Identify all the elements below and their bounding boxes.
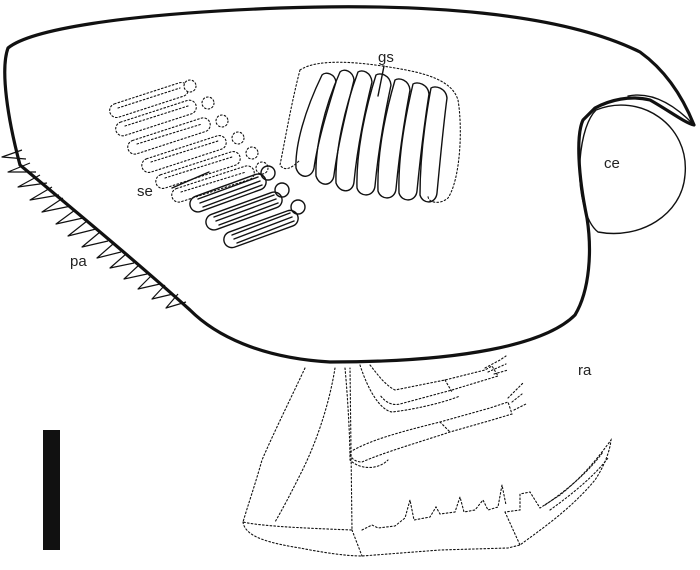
gs-leader-line [377, 65, 385, 97]
spine [123, 264, 148, 280]
carapace-outline [3, 5, 696, 364]
spine [96, 243, 122, 259]
spine [41, 197, 72, 213]
appendage-middle-tip [507, 381, 527, 411]
label-pa: pa [70, 253, 87, 270]
segment-series-dotted [109, 79, 269, 203]
segment-inner-line [150, 140, 219, 163]
compound-eye [578, 104, 686, 235]
segment [141, 135, 227, 173]
segment-inner-line [180, 171, 247, 193]
gill-lamella [398, 82, 430, 201]
rostrum [627, 94, 695, 126]
spine [137, 274, 161, 290]
appendage-lower-segment [351, 529, 363, 557]
spine [17, 174, 48, 188]
spine [1, 149, 27, 160]
appendage-upper [369, 364, 499, 406]
gill-lamella [356, 73, 392, 196]
spine [165, 293, 187, 309]
segment-inner-line [117, 87, 181, 109]
spine [55, 209, 84, 225]
segment-hatch [202, 184, 263, 208]
segment-hatch [199, 180, 261, 204]
appendage-middle [349, 401, 513, 463]
segment [127, 117, 211, 155]
segment-knob [245, 146, 259, 160]
appendage-middle-joint [439, 421, 451, 433]
appendage-coxa [344, 367, 389, 469]
appendage-coxa-2 [359, 364, 461, 413]
appendage-base [242, 367, 353, 531]
segment [155, 151, 241, 189]
label-se: se [137, 183, 153, 200]
segment-hatch [213, 194, 275, 218]
gill-outline-dotted [279, 61, 461, 203]
segment-knob [201, 96, 215, 110]
spine [151, 284, 174, 300]
marginal-spines [1, 149, 187, 309]
label-ra: ra [578, 362, 592, 379]
segment-inner-line [136, 123, 203, 145]
segment-hatch [233, 216, 293, 240]
appendages [242, 355, 612, 557]
segment-knob-solid [290, 199, 306, 215]
segment-inner-line [164, 156, 233, 179]
segment-hatch [215, 198, 277, 222]
gill-lamella [377, 78, 411, 199]
label-gs: gs [378, 49, 394, 66]
spine [81, 231, 109, 248]
spine [67, 220, 97, 237]
gill-structure [279, 61, 461, 203]
appendage-denticles [361, 484, 507, 531]
segment-knob-solid [274, 182, 290, 198]
spine [7, 162, 36, 173]
segment-knob [215, 114, 229, 128]
segment [115, 99, 197, 137]
segment [109, 81, 189, 119]
gill-lamella [419, 86, 448, 203]
label-ce: ce [604, 155, 620, 172]
segment-knob [231, 131, 245, 145]
segment-series-solid [189, 165, 306, 249]
claw-finger [544, 451, 609, 511]
segment-hatch [236, 220, 295, 244]
segment-solid [223, 209, 299, 249]
gill-lamella [315, 69, 355, 185]
appendage-upper-tip [484, 355, 509, 375]
segment [171, 165, 255, 203]
spine [29, 186, 60, 201]
segment-knob [255, 161, 269, 175]
se-leader-line [171, 171, 210, 189]
segment-knob-solid [260, 165, 276, 181]
segment-knob [183, 79, 197, 93]
appendage-upper-joint [444, 379, 453, 393]
appendage-lower-segment [504, 511, 521, 546]
gill-lamella [295, 72, 337, 177]
gill-lamella [335, 70, 373, 192]
segment-hatch [197, 176, 259, 200]
segment-hatch [231, 212, 291, 236]
segment-inner-line [124, 105, 189, 127]
segment-hatch [218, 202, 279, 226]
spine [109, 253, 135, 269]
scale-bar [43, 430, 60, 550]
appendage-lower [242, 438, 612, 557]
appendage-base-inner [274, 367, 336, 523]
